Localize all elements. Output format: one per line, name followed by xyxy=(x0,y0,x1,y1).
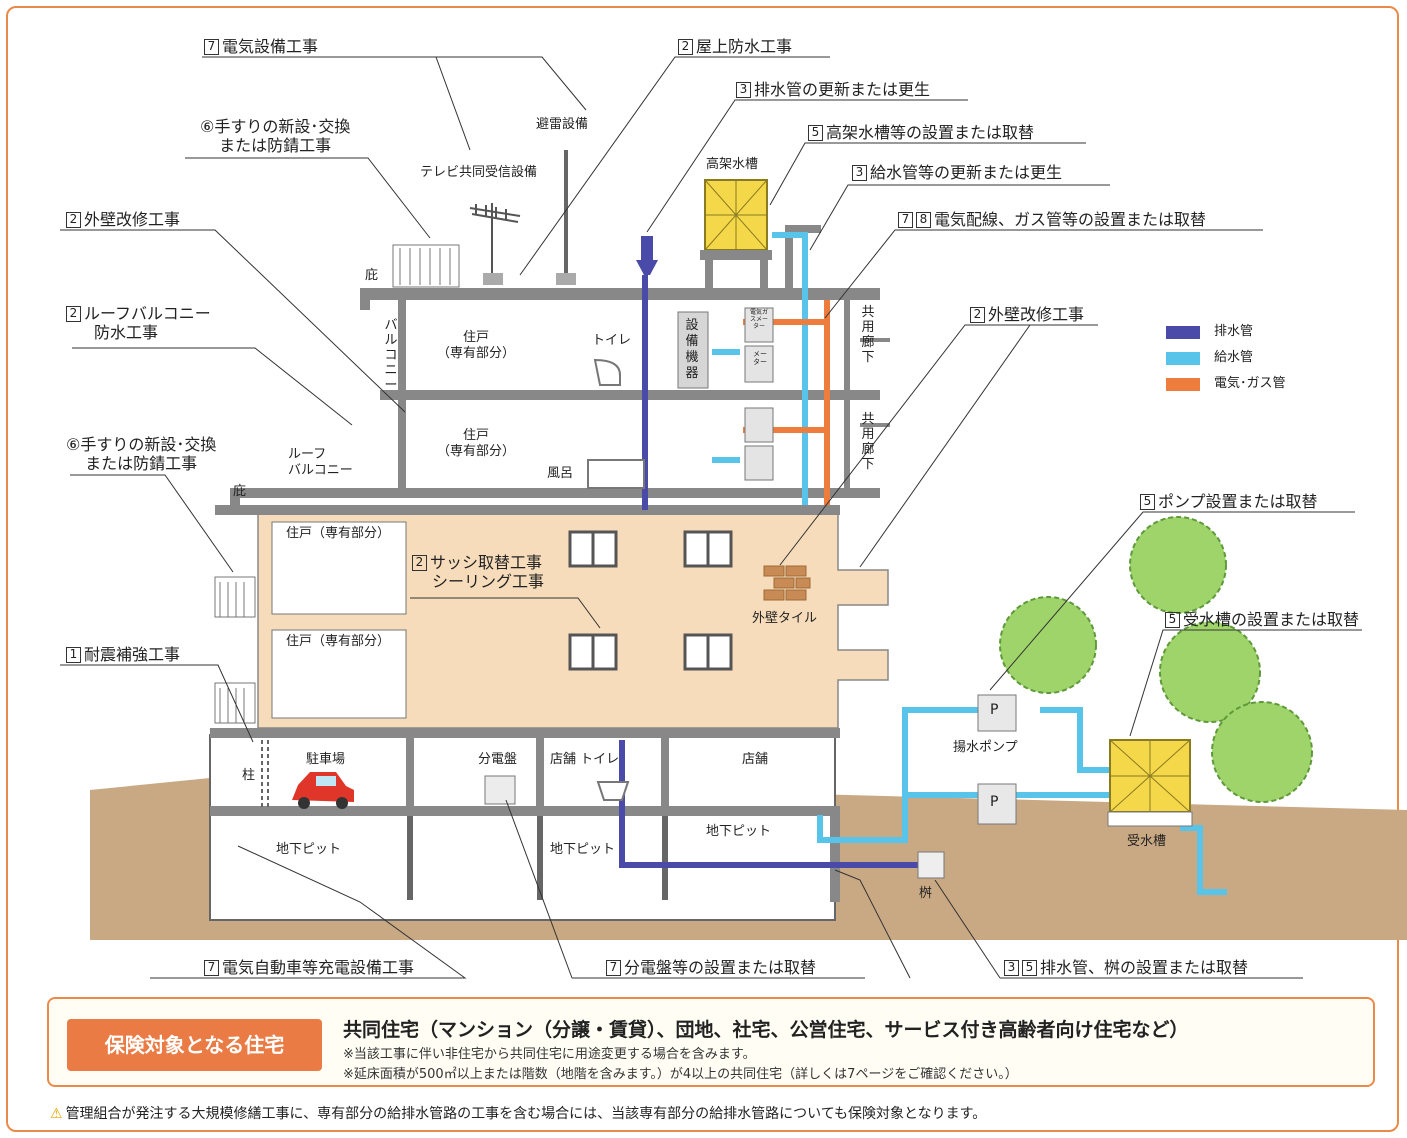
label-toilet-upper: トイレ xyxy=(592,333,632,348)
trees xyxy=(999,516,1313,803)
label-lightning: 避雷設備 xyxy=(536,117,589,132)
label-meter-gas: 電気ガスメーター xyxy=(749,309,768,330)
label-roof-balcony: ルーフ バルコニー xyxy=(288,447,353,478)
car xyxy=(292,772,354,809)
label-pit-3: 地下ピット xyxy=(706,824,772,839)
label-unit-f1: 住戸（専有部分） xyxy=(286,634,391,649)
label-unit-f2: 住戸（専有部分） xyxy=(286,526,391,541)
insurance-box: 保険対象となる住宅 共同住宅（マンション（分譲・賃貸）、団地、社宅、公営住宅、サ… xyxy=(47,997,1375,1087)
insurance-main: 共同住宅（マンション（分譲・賃貸）、団地、社宅、公営住宅、サービス付き高齢者向け… xyxy=(343,1019,1189,1041)
label-corridor-1: 共用廊下 xyxy=(861,305,875,365)
label-eave-mid: 庇 xyxy=(233,484,247,499)
label-pit-1: 地下ピット xyxy=(276,842,342,857)
label-balcony: バルコニー xyxy=(384,318,398,393)
label-shop: 店舗 xyxy=(742,752,769,767)
insurance-note-2: ※延床面積が500㎡以上または階数（地階を含みます。）が4以上の共同住宅（詳しく… xyxy=(343,1067,1018,1082)
label-dist-board: 分電盤 xyxy=(478,752,518,767)
label-pump-p1: P xyxy=(990,702,999,718)
leader-lines xyxy=(60,56,1362,979)
label-pit-2: 地下ピット xyxy=(550,842,616,857)
label-receiving-tank: 受水槽 xyxy=(1127,834,1167,849)
label-elevated-tank: 高架水槽 xyxy=(706,157,759,172)
label-equipment: 設備機器 xyxy=(685,318,699,381)
label-unit-f4: 住戸 （専有部分） xyxy=(437,330,516,361)
label-basin: 桝 xyxy=(919,886,933,901)
page-frame xyxy=(6,6,1399,1132)
label-pump-p2: P xyxy=(990,794,999,810)
label-column: 柱 xyxy=(242,768,256,783)
insurance-note-1: ※当該工事に伴い非住宅から共同住宅に用途変更する場合を含みます。 xyxy=(343,1047,756,1062)
callout-handrail-mid: ⑥手すりの新設･交換または防錆工事 xyxy=(66,435,217,473)
footer-note: ⚠管理組合が発注する大規模修繕工事に、専有部分の給排水管路の工事を含む場合には、… xyxy=(50,1103,986,1123)
label-eave-top: 庇 xyxy=(365,268,379,283)
callout-handrail-top: ⑥手すりの新設･交換または防錆工事 xyxy=(200,117,351,155)
elevated-tank xyxy=(700,179,821,290)
label-meter: メーター xyxy=(753,350,767,366)
insurance-title: 保険対象となる住宅 xyxy=(67,1019,322,1071)
label-tv: テレビ共同受信設備 xyxy=(420,165,538,180)
label-parking: 駐車場 xyxy=(306,752,346,767)
exterior-tile-patch xyxy=(763,565,811,601)
label-corridor-2: 共用廊下 xyxy=(861,412,875,472)
label-pump-lift: 揚水ポンプ xyxy=(953,740,1018,755)
label-shop-toilet: 店舗 トイレ xyxy=(550,752,620,767)
receiving-tank xyxy=(1107,739,1193,827)
tv-antenna xyxy=(469,203,521,275)
footer-text: 管理組合が発注する大規模修繕工事に、専有部分の給排水管路の工事を含む場合には、当… xyxy=(65,1106,987,1122)
building-diagram xyxy=(60,56,1407,979)
drain-basin xyxy=(917,851,945,879)
warning-icon: ⚠ xyxy=(50,1106,63,1122)
label-exterior-tile: 外壁タイル xyxy=(752,611,818,626)
label-bath: 風呂 xyxy=(547,466,574,481)
label-unit-f3: 住戸 （専有部分） xyxy=(437,428,516,459)
